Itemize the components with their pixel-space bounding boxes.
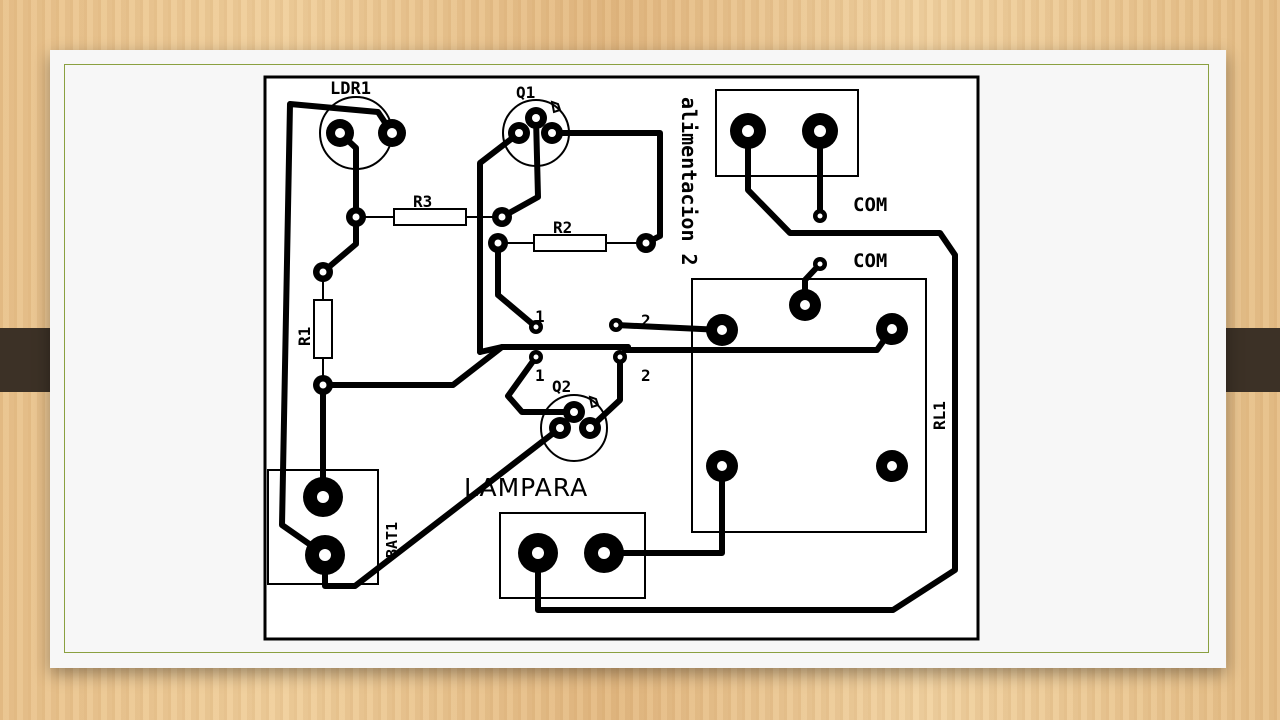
rl1-label: RL1 xyxy=(930,401,949,430)
pin-2-label-bottom: 2 xyxy=(641,366,651,385)
q2-tab xyxy=(588,395,600,409)
track-bus xyxy=(477,344,631,355)
pads xyxy=(303,107,908,575)
track-r1-bus xyxy=(320,344,505,388)
q2-label: Q2 xyxy=(552,377,571,396)
pin-1-label-top: 1 xyxy=(535,307,545,326)
track-power-lamp xyxy=(535,128,958,613)
track-pin2-q2 xyxy=(587,354,623,431)
q2-body xyxy=(540,394,608,462)
ldr1-label: LDR1 xyxy=(330,79,371,99)
lampara-label: LAMPARA xyxy=(464,473,588,502)
track-r3-q1 xyxy=(499,115,541,220)
q1-tab xyxy=(550,100,562,114)
com-label-top: COM xyxy=(853,194,887,216)
slide-border xyxy=(64,64,1209,653)
track-relay-lamp xyxy=(601,463,725,556)
r2-label: R2 xyxy=(553,218,572,237)
bat1-label: BAT1 xyxy=(383,522,401,558)
track-ldr-bat xyxy=(279,101,395,558)
alimentacion-connector-body xyxy=(715,89,859,177)
track-pin1-q2 xyxy=(505,354,577,415)
r1-label: R1 xyxy=(295,327,314,346)
q1-label: Q1 xyxy=(516,83,535,102)
track-r2-pin1 xyxy=(495,240,539,330)
com-label-relay: COM xyxy=(853,250,887,272)
alimentacion-label: alimentacion 2 xyxy=(677,97,701,266)
track-pin2-relay xyxy=(613,322,725,333)
r3-label: R3 xyxy=(413,192,432,211)
track-q1-left xyxy=(477,130,522,355)
pin-1-label-bottom: 1 xyxy=(535,366,545,385)
pin-2-label-top: 2 xyxy=(641,311,651,330)
